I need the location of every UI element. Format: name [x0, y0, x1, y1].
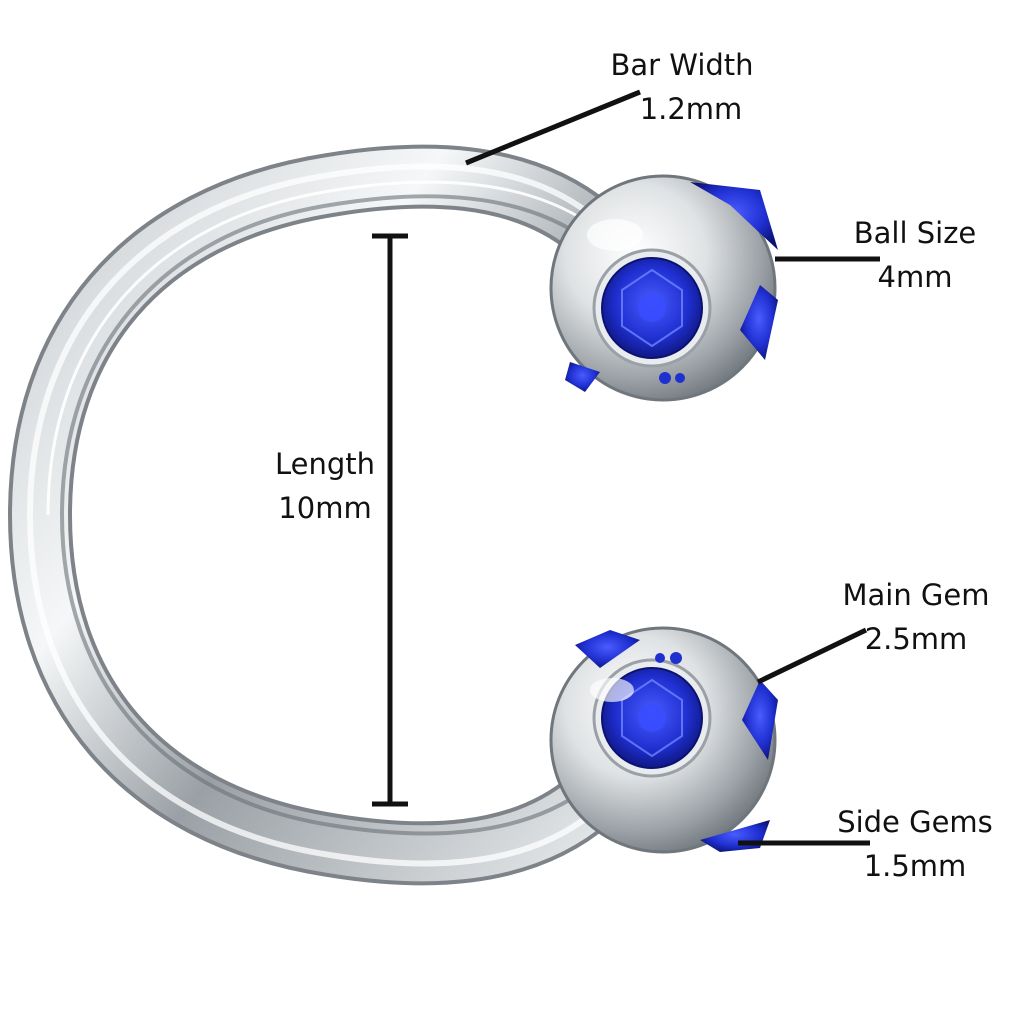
side-gem-icon: [740, 285, 778, 360]
side-gem-icon: [742, 680, 778, 760]
top-ball: [549, 174, 778, 402]
side-gem-icon: [575, 630, 640, 668]
bar-width-leader-line: [465, 89, 641, 166]
side-gems-value: 1.5mm: [863, 848, 967, 883]
main-gem-label: Main Gem 2.5mm: [830, 574, 1002, 661]
side-gems-title: Side Gems: [837, 805, 993, 839]
ball-size-label: Ball Size 4mm: [840, 212, 990, 299]
bottom-ball: [549, 626, 778, 854]
ball-size-value: 4mm: [877, 259, 953, 294]
bar-width-value: 1.2mm: [639, 91, 743, 126]
length-value: 10mm: [278, 490, 372, 525]
horseshoe-bar: [7, 144, 611, 886]
side-gem-icon: [690, 182, 778, 250]
bar-width-title: Bar Width: [610, 48, 754, 82]
length-title: Length: [274, 447, 376, 481]
dimension-lines: [372, 89, 880, 846]
length-dimension-line: [372, 233, 408, 807]
main-gem-leader-line: [756, 627, 868, 685]
ball-size-title: Ball Size: [853, 216, 977, 250]
side-gem-icon: [565, 362, 600, 392]
main-gem-title: Main Gem: [842, 578, 990, 612]
bar-width-label: Bar Width 1.2mm: [592, 44, 772, 131]
main-gem-value: 2.5mm: [864, 621, 968, 656]
length-label: Length 10mm: [262, 443, 388, 530]
side-gems-label: Side Gems 1.5mm: [828, 801, 1002, 888]
